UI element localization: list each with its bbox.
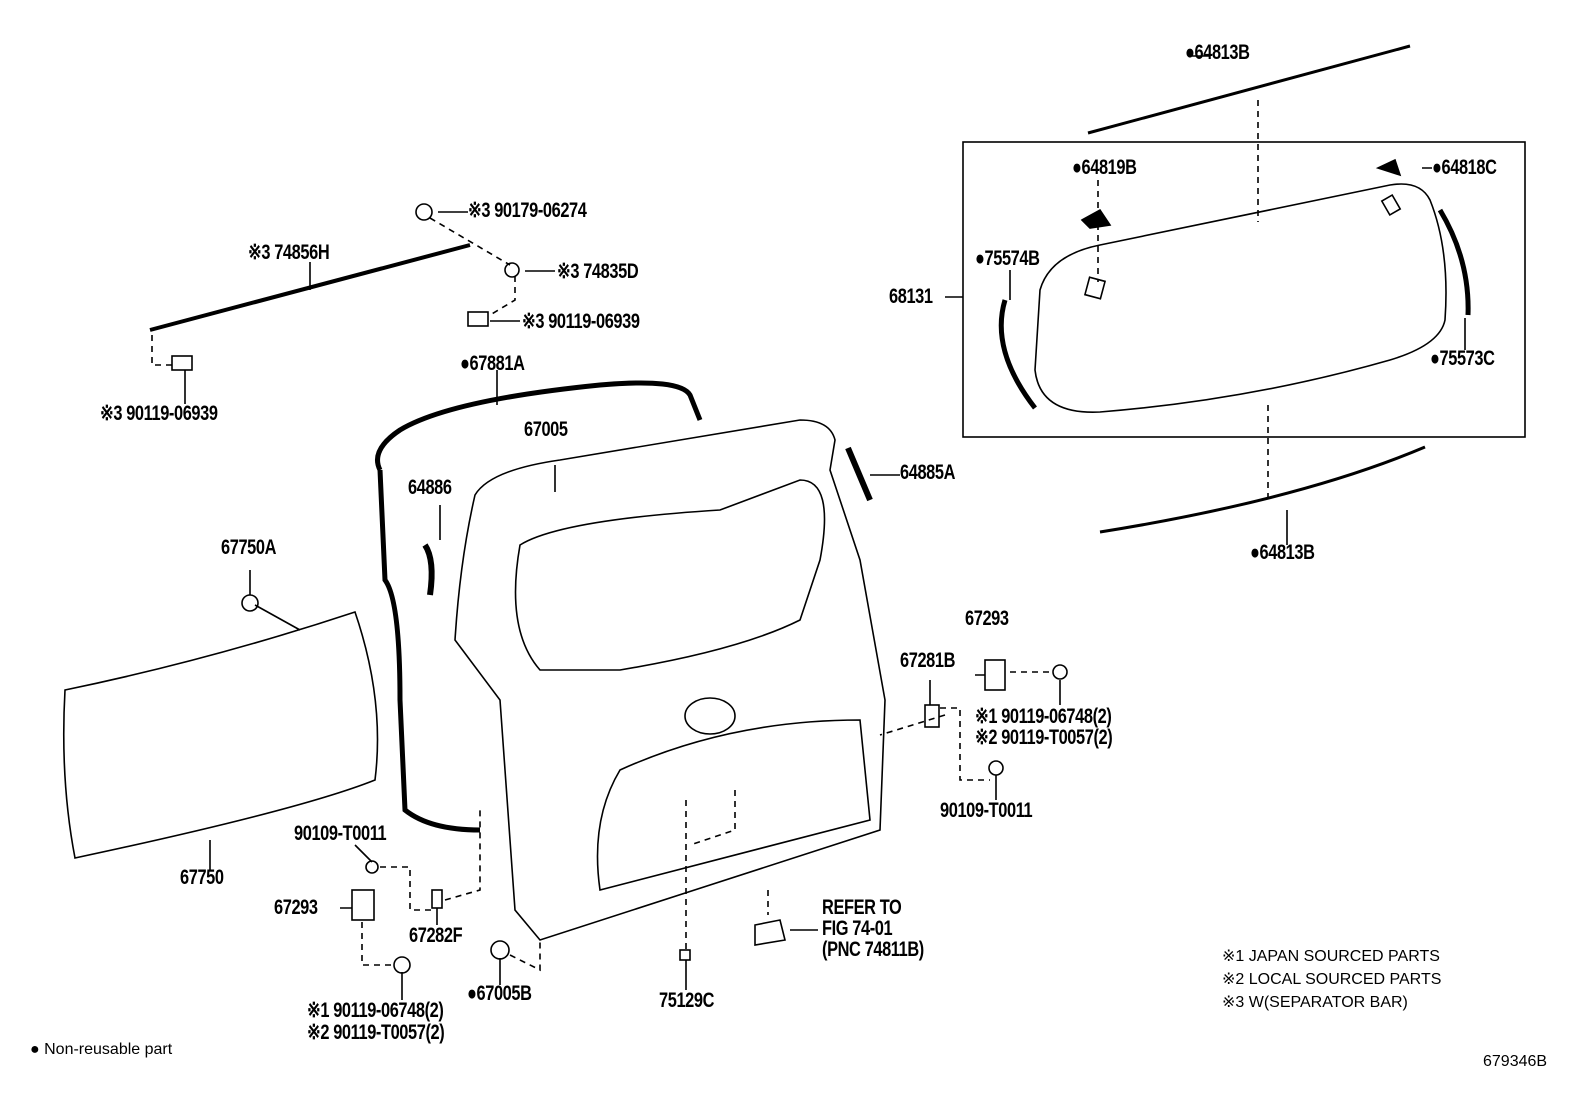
callout-75573C: ●75573C (1430, 347, 1495, 370)
note-separator-bar: ※3 W(SEPARATOR BAR) (1222, 994, 1408, 1011)
figure-id: 679346B (1483, 1053, 1548, 1070)
callout-90179-06274: ※3 90179-06274 (468, 199, 587, 222)
door-trim-board (62, 610, 379, 859)
non-reusable-legend: ● Non-reusable part (30, 1041, 173, 1058)
callout-67293-left: 67293 (274, 896, 318, 919)
callout-64813B-top: ●64813B (1185, 41, 1250, 64)
callout-90119-06748-left: ※1 90119-06748(2) (307, 999, 444, 1022)
callout-64886: 64886 (408, 476, 452, 499)
callout-90119-T0057-right: ※2 90119-T0057(2) (975, 726, 1113, 749)
callout-64819B: ●64819B (1072, 156, 1137, 179)
callout-75129C: 75129C (659, 989, 715, 1012)
callout-67281B: 67281B (900, 649, 956, 672)
callout-68131: 68131 (889, 285, 933, 308)
callout-75574B: ●75574B (975, 247, 1040, 270)
molding-top (1087, 44, 1411, 135)
callout-67282F: 67282F (409, 924, 463, 947)
refer-text-line1: REFER TO (822, 896, 902, 919)
callout-90109-T0011-right: 90109-T0011 (940, 799, 1033, 822)
callout-90119-06748-right: ※1 90119-06748(2) (975, 705, 1112, 728)
callout-67881A: ●67881A (460, 352, 525, 375)
note-local-sourced: ※2 LOCAL SOURCED PARTS (1222, 971, 1442, 988)
callout-64813B-bottom: ●64813B (1250, 541, 1315, 564)
callout-64818C: ●64818C (1432, 156, 1497, 179)
callout-67750A: 67750A (221, 536, 277, 559)
back-door-panel (454, 419, 886, 941)
refer-text-line3: (PNC 74811B) (822, 938, 924, 961)
note-japan-sourced: ※1 JAPAN SOURCED PARTS (1222, 948, 1440, 965)
callout-90119-T0057-left: ※2 90119-T0057(2) (307, 1021, 445, 1044)
back-door-glass (1034, 183, 1447, 413)
callout-74835D: ※3 74835D (557, 260, 639, 283)
glass-spacer-right (1437, 208, 1471, 316)
callout-90119-06939-left: ※3 90119-06939 (100, 402, 218, 425)
callout-67750: 67750 (180, 866, 224, 889)
back-door-window-opening (514, 479, 826, 671)
callout-67293-right: 67293 (965, 607, 1009, 630)
glass-spacer-left (998, 299, 1037, 410)
glass-group-box (962, 141, 1526, 438)
callout-90109-T0011-left: 90109-T0011 (294, 822, 387, 845)
molding-bottom (1099, 445, 1426, 534)
callout-67005B: ●67005B (467, 982, 532, 1005)
callout-74856H: ※3 74856H (248, 241, 330, 264)
striker-left (351, 889, 375, 921)
refer-text-line2: FIG 74-01 (822, 917, 893, 940)
callout-64885A: 64885A (900, 461, 956, 484)
callout-90119-06939-right: ※3 90119-06939 (522, 310, 640, 333)
callout-67005: 67005 (524, 418, 568, 441)
